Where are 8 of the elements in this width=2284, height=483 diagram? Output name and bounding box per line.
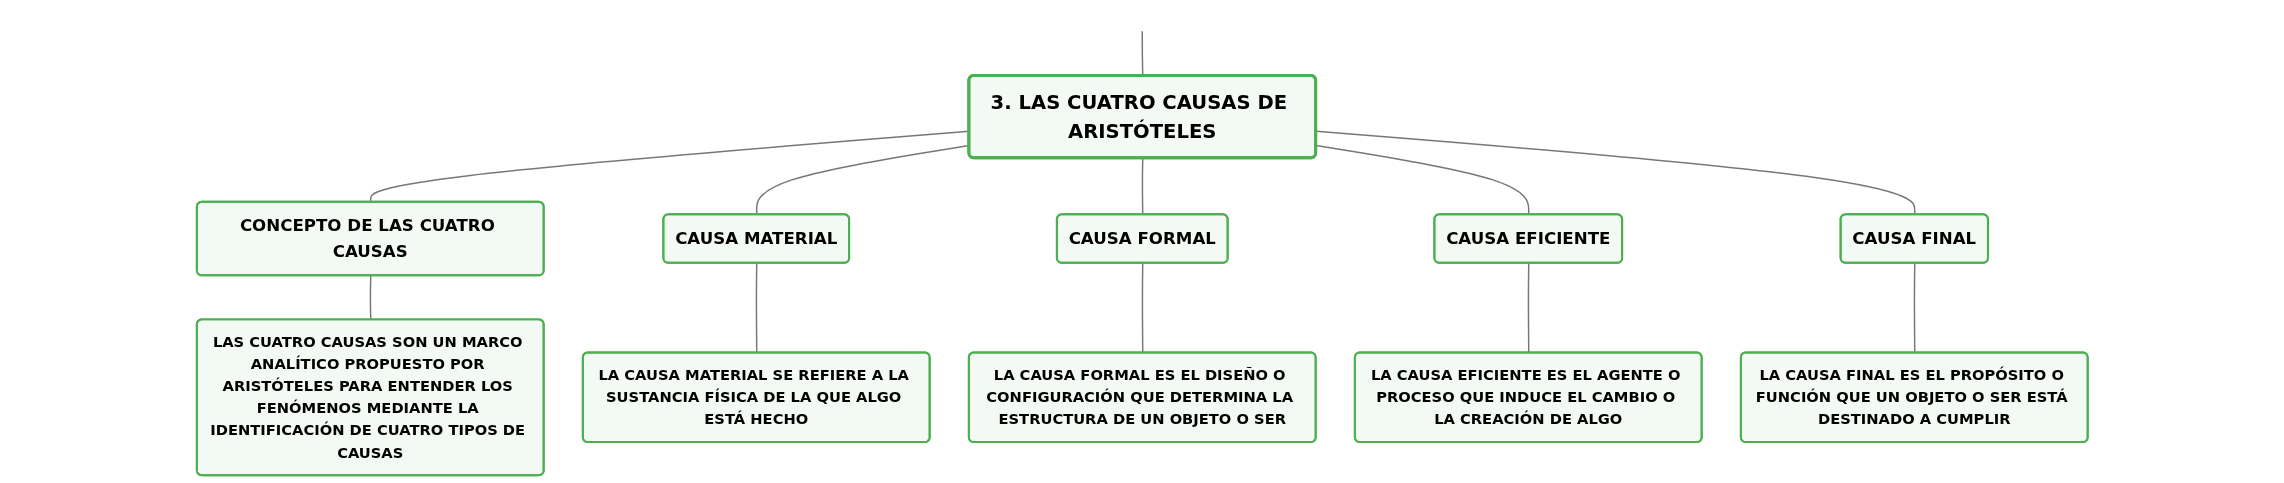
connector <box>1315 144 1530 216</box>
connector <box>1315 130 1916 216</box>
connector <box>1913 262 1916 354</box>
connector <box>1527 262 1530 354</box>
connector <box>755 262 758 354</box>
connector <box>369 275 372 321</box>
connector <box>1141 157 1144 216</box>
connector <box>1141 262 1144 354</box>
